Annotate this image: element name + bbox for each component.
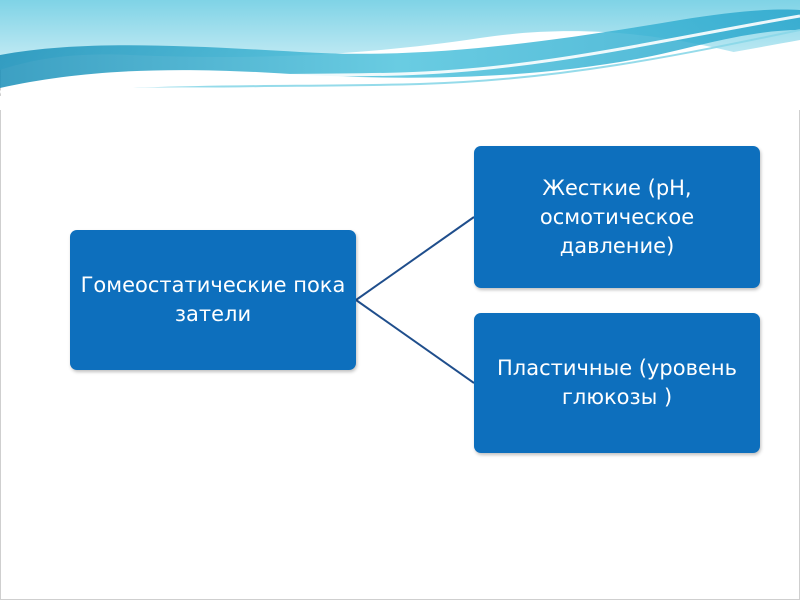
node-plastic-label: Пластичные (уровень глюкозы ) <box>496 356 738 409</box>
connector-to-bottom <box>355 299 475 384</box>
wave-front <box>0 40 800 110</box>
connector-to-top <box>355 216 475 301</box>
node-root-label: Гомеостатические показатели <box>80 273 346 326</box>
wave-line-1 <box>0 14 800 94</box>
wave-band <box>0 9 800 88</box>
wave-header-decoration <box>0 0 800 110</box>
node-rigid-label: Жесткие (pH, осмотическое давление) <box>539 175 695 258</box>
node-rigid: Жесткие (pH, осмотическое давление) <box>474 146 760 288</box>
node-plastic: Пластичные (уровень глюкозы ) <box>474 313 760 453</box>
node-homeostatic-indicators: Гомеостатические показатели <box>70 230 356 370</box>
